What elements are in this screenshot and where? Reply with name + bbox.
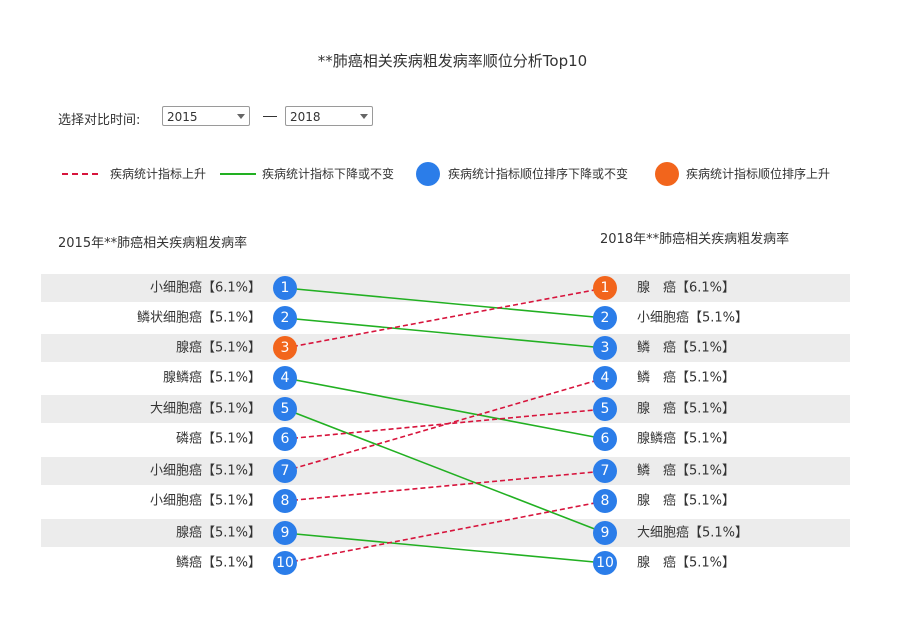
left-item-label: 腺鳞癌【5.1%】 bbox=[163, 370, 261, 386]
right-item-label: 腺 癌【5.1%】 bbox=[637, 493, 735, 509]
left-rank-number: 6 bbox=[281, 431, 290, 447]
left-rank-number: 9 bbox=[281, 525, 290, 541]
left-item-label: 鳞癌【5.1%】 bbox=[176, 555, 261, 571]
filter-label: 选择对比时间: bbox=[58, 113, 141, 128]
right-rank-number: 9 bbox=[601, 525, 610, 541]
legend: 疾病统计指标上升 疾病统计指标下降或不变 疾病统计指标顺位排序下降或不变 疾病统… bbox=[62, 160, 862, 188]
left-item-label: 小细胞癌【5.1%】 bbox=[150, 493, 261, 509]
row-stripe bbox=[41, 519, 850, 547]
right-item-label: 腺 癌【5.1%】 bbox=[637, 401, 735, 417]
right-rank-dot bbox=[593, 427, 617, 451]
chevron-down-icon bbox=[237, 114, 245, 119]
left-item-label: 小细胞癌【6.1%】 bbox=[150, 280, 261, 296]
left-rank-dot bbox=[273, 276, 297, 300]
left-rank-dot bbox=[273, 306, 297, 330]
right-item-label: 鳞 癌【5.1%】 bbox=[637, 340, 735, 356]
right-rank-dot bbox=[593, 336, 617, 360]
from-year-value: 2015 bbox=[167, 110, 198, 124]
right-item-label: 小细胞癌【5.1%】 bbox=[637, 310, 748, 326]
right-rank-dot bbox=[593, 459, 617, 483]
right-item-label: 大细胞癌【5.1%】 bbox=[637, 525, 748, 541]
right-rank-number: 8 bbox=[601, 493, 610, 509]
row-stripe bbox=[41, 274, 850, 302]
rank-link-down bbox=[284, 317, 606, 349]
legend-up-line-label: 疾病统计指标上升 bbox=[110, 167, 207, 181]
left-item-label: 小细胞癌【5.1%】 bbox=[150, 463, 261, 479]
rank-link-up bbox=[284, 408, 606, 440]
left-rank-number: 10 bbox=[276, 555, 294, 571]
right-item-label: 鳞 癌【5.1%】 bbox=[637, 370, 735, 386]
rank-link-down bbox=[284, 532, 606, 564]
right-rank-number: 4 bbox=[601, 370, 610, 386]
right-rank-dot bbox=[593, 366, 617, 390]
legend-up-dot-label: 疾病统计指标顺位排序上升 bbox=[686, 167, 831, 181]
range-separator bbox=[263, 116, 277, 117]
right-rank-dot bbox=[593, 397, 617, 421]
chevron-down-icon bbox=[360, 114, 368, 119]
row-stripe bbox=[41, 334, 850, 362]
left-rank-number: 2 bbox=[281, 310, 290, 326]
left-rank-dot bbox=[273, 459, 297, 483]
left-year-title: 2015年**肺癌相关疾病粗发病率 bbox=[58, 236, 248, 251]
rank-link-down bbox=[284, 377, 606, 440]
left-rank-dot bbox=[273, 336, 297, 360]
right-rank-dot bbox=[593, 551, 617, 575]
left-rank-number: 1 bbox=[281, 280, 290, 296]
right-item-label: 腺 癌【6.1%】 bbox=[637, 280, 735, 296]
right-year-title: 2018年**肺癌相关疾病粗发病率 bbox=[600, 232, 790, 247]
left-rank-number: 4 bbox=[281, 370, 290, 386]
right-item-label: 腺 癌【5.1%】 bbox=[637, 555, 735, 571]
right-rank-number: 10 bbox=[596, 555, 614, 571]
left-item-label: 腺癌【5.1%】 bbox=[176, 525, 261, 541]
left-rank-dot bbox=[273, 366, 297, 390]
legend-down-line-swatch bbox=[220, 173, 256, 175]
from-year-select[interactable]: 2015 bbox=[162, 106, 250, 126]
legend-up-line-swatch bbox=[62, 173, 98, 175]
right-rank-number: 3 bbox=[601, 340, 610, 356]
left-rank-dot bbox=[273, 427, 297, 451]
right-rank-dot bbox=[593, 306, 617, 330]
legend-down-dot-label: 疾病统计指标顺位排序下降或不变 bbox=[448, 167, 629, 181]
to-year-value: 2018 bbox=[290, 110, 321, 124]
right-rank-dot bbox=[593, 276, 617, 300]
left-rank-dot bbox=[273, 521, 297, 545]
right-rank-number: 2 bbox=[601, 310, 610, 326]
right-rank-number: 7 bbox=[601, 463, 610, 479]
left-rank-number: 3 bbox=[281, 340, 290, 356]
left-rank-number: 7 bbox=[281, 463, 290, 479]
rank-link-up bbox=[284, 287, 606, 349]
legend-up-dot-swatch bbox=[655, 162, 679, 186]
left-item-label: 鳞状细胞癌【5.1%】 bbox=[137, 310, 261, 326]
legend-down-line-label: 疾病统计指标下降或不变 bbox=[262, 167, 395, 181]
left-item-label: 磷癌【5.1%】 bbox=[176, 431, 261, 447]
left-rank-dot bbox=[273, 489, 297, 513]
left-rank-number: 8 bbox=[281, 493, 290, 509]
rank-link-down bbox=[284, 287, 606, 319]
right-rank-number: 5 bbox=[601, 401, 610, 417]
right-rank-dot bbox=[593, 521, 617, 545]
to-year-select[interactable]: 2018 bbox=[285, 106, 373, 126]
right-rank-dot bbox=[593, 489, 617, 513]
rank-link-up bbox=[284, 470, 606, 502]
rank-link-down bbox=[284, 408, 606, 534]
right-rank-number: 1 bbox=[601, 280, 610, 296]
left-item-label: 大细胞癌【5.1%】 bbox=[150, 401, 261, 417]
left-rank-number: 5 bbox=[281, 401, 290, 417]
right-item-label: 腺鳞癌【5.1%】 bbox=[637, 431, 735, 447]
legend-down-dot-swatch bbox=[416, 162, 440, 186]
right-rank-number: 6 bbox=[601, 431, 610, 447]
rank-link-up bbox=[284, 500, 606, 564]
left-item-label: 腺癌【5.1%】 bbox=[176, 340, 261, 356]
chart-title: **肺癌相关疾病粗发病率顺位分析Top10 bbox=[317, 52, 588, 70]
right-item-label: 鳞 癌【5.1%】 bbox=[637, 463, 735, 479]
left-rank-dot bbox=[273, 397, 297, 421]
left-rank-dot bbox=[273, 551, 297, 575]
